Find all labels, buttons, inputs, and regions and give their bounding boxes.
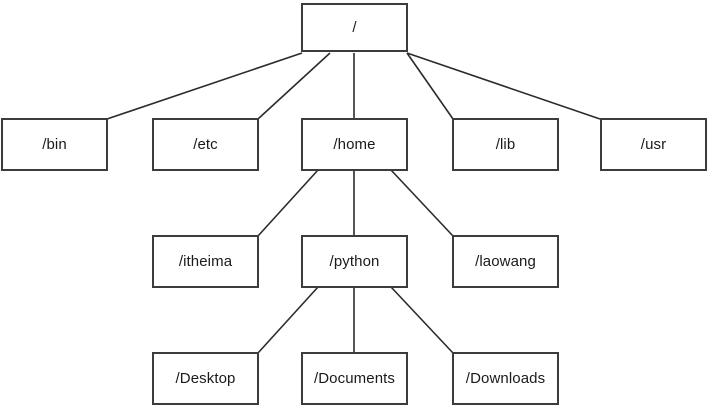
node-laowang[interactable]: /laowang [452, 235, 559, 288]
node-desktop[interactable]: /Desktop [152, 352, 259, 405]
node-usr[interactable]: /usr [600, 118, 707, 171]
node-etc[interactable]: /etc [152, 118, 259, 171]
node-label-laowang: /laowang [475, 253, 536, 270]
edge-root-to-usr [406, 52, 601, 120]
node-documents[interactable]: /Documents [301, 352, 408, 405]
node-bin[interactable]: /bin [1, 118, 108, 171]
node-label-documents: /Documents [313, 370, 396, 387]
node-label-itheima: /itheima [178, 253, 233, 270]
node-lib[interactable]: /lib [452, 118, 559, 171]
node-label-python: /python [329, 253, 380, 270]
edge-root-to-etc [257, 52, 331, 120]
edge-home-to-itheima [257, 169, 319, 237]
node-label-etc: /etc [193, 136, 218, 153]
edge-python-to-downloads [390, 286, 454, 354]
node-home[interactable]: /home [301, 118, 408, 171]
edge-root-to-lib [406, 52, 454, 120]
node-label-downloads: /Downloads [465, 370, 546, 387]
node-downloads[interactable]: /Downloads [452, 352, 559, 405]
edge-python-to-desktop [257, 286, 319, 354]
node-label-root: / [352, 19, 357, 36]
node-label-home: /home [333, 136, 376, 153]
node-python[interactable]: /python [301, 235, 408, 288]
node-label-lib: /lib [495, 136, 516, 153]
node-label-desktop: /Desktop [175, 370, 236, 387]
edge-home-to-laowang [390, 169, 454, 237]
edge-root-to-bin [106, 52, 303, 120]
node-root[interactable]: / [301, 3, 408, 52]
node-label-usr: /usr [640, 136, 667, 153]
node-label-bin: /bin [42, 136, 67, 153]
node-itheima[interactable]: /itheima [152, 235, 259, 288]
